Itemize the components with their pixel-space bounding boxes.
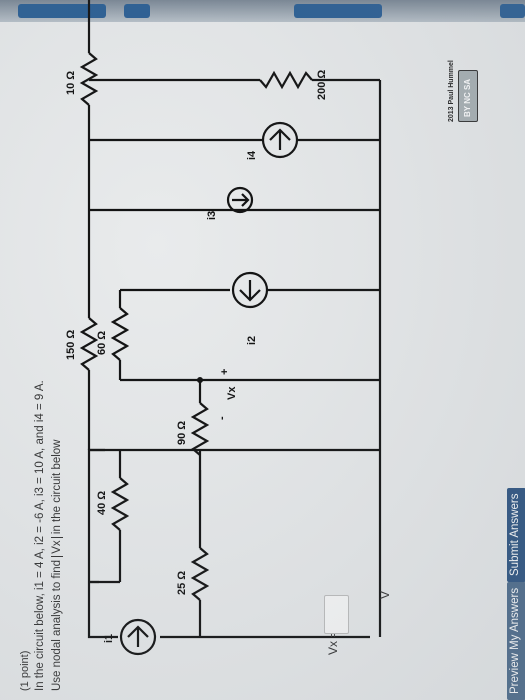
- vx-plus: +: [219, 369, 231, 375]
- i1-arrow-icon: [127, 625, 149, 647]
- preview-answers-button[interactable]: Preview My Answers: [507, 581, 525, 700]
- vx-answer-label: Vx =: [326, 630, 340, 655]
- i3-source: [226, 186, 254, 214]
- i4-arrow-icon: [269, 128, 291, 150]
- r60-label: 60 Ω: [96, 331, 108, 355]
- cc-license-badge: BY NC SA: [458, 70, 478, 122]
- vx-answer-input[interactable]: [324, 595, 349, 634]
- resistor-25: [190, 547, 210, 601]
- i2-arrow-icon: [239, 280, 261, 302]
- submit-answers-button[interactable]: Submit Answers: [507, 487, 525, 582]
- i4-label: i4: [246, 150, 258, 160]
- i2-label: i2: [246, 336, 258, 345]
- vx-minus: -: [216, 416, 228, 420]
- r10-label: 10 Ω: [65, 71, 77, 95]
- vx-label: Vx: [226, 386, 238, 400]
- resistor-90: [190, 402, 210, 456]
- i3-label: i3: [206, 211, 218, 220]
- r40-label: 40 Ω: [96, 491, 108, 515]
- r200-label: 200 Ω: [316, 70, 328, 100]
- toolbar-button-3[interactable]: [294, 4, 382, 18]
- r150-label: 150 Ω: [65, 330, 77, 360]
- resistor-150: [79, 317, 99, 371]
- toolbar-button-4[interactable]: [500, 4, 525, 18]
- resistor-60: [110, 307, 130, 361]
- toolbar-button-2[interactable]: [124, 4, 150, 18]
- top-toolbar: [0, 0, 525, 22]
- node-vx: [197, 377, 203, 383]
- i1-source: [119, 618, 157, 656]
- copyright-text: 2013 Paul Hummel: [448, 60, 455, 122]
- resistor-200: [259, 70, 313, 90]
- r90-label: 90 Ω: [176, 421, 188, 445]
- i1-label: i1: [103, 634, 115, 643]
- i3-arrow-icon: [232, 193, 250, 207]
- r25-label: 25 Ω: [176, 571, 188, 595]
- resistor-40: [110, 477, 130, 531]
- toolbar-button-1[interactable]: [18, 4, 106, 18]
- vx-unit: V: [378, 590, 392, 599]
- top-wire: [87, 448, 118, 639]
- cc-license-label: BY NC SA: [463, 78, 472, 117]
